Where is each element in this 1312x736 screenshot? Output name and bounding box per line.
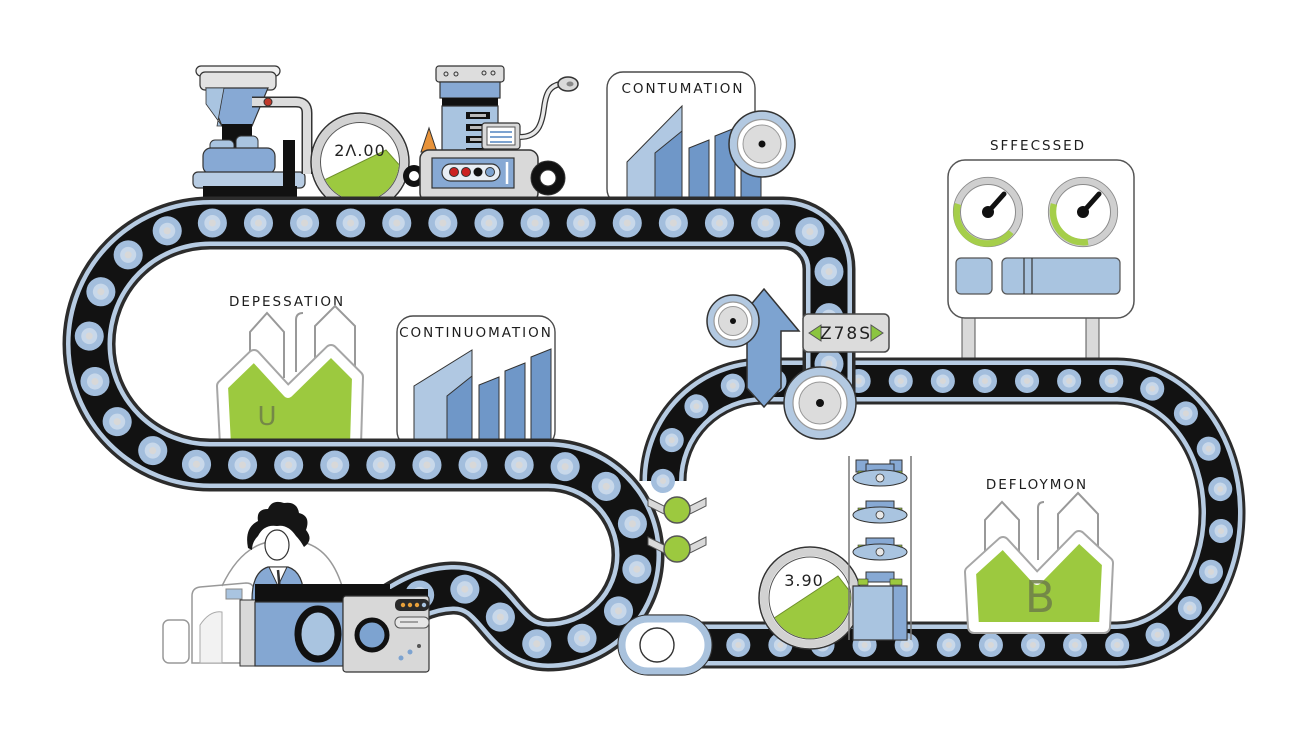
right-arrow-icon [870, 324, 884, 342]
depessation-factory: DEPESSATION U [216, 294, 364, 452]
bar-chart-icon [626, 104, 762, 198]
stack-unit [852, 537, 908, 561]
conveyor-belt-right [639, 357, 1246, 669]
grinder-machine [192, 65, 313, 200]
pipe-chimney-icon [295, 312, 304, 372]
gear-icon [728, 110, 796, 178]
pipe-chimney-icon [1037, 501, 1045, 560]
stack-unit [857, 571, 903, 586]
sffecssed-panel: SFFECSSED [947, 138, 1135, 367]
console-machine [239, 584, 430, 673]
stack-unit [852, 463, 908, 487]
down-indicator-icon [647, 496, 707, 524]
down-indicator-icon [647, 535, 707, 563]
round-button-icon [354, 617, 390, 653]
bottom-gauge: 3.90 [758, 546, 862, 650]
grinder-gauge-value: 2Λ.00 [334, 141, 386, 160]
belt-end-cap [617, 614, 713, 676]
continuomation-card: CONTINUOMATION [396, 315, 556, 448]
cone-icon [420, 126, 438, 153]
left-arrow-icon [808, 324, 822, 342]
route-sign-text: Z78S [820, 324, 872, 344]
defloymon-glyph: B [1025, 572, 1055, 623]
processor-machine [403, 65, 579, 203]
gear-icon [783, 366, 857, 440]
route-sign: Z78S [802, 313, 890, 353]
stack-unit [852, 500, 908, 524]
defloymon-factory: DEFLOYMON B [964, 477, 1114, 634]
valve-icon [263, 97, 273, 107]
porthole-icon [294, 605, 342, 663]
conveyor-belt-left [62, 196, 856, 672]
continuomation-label: CONTINUOMATION [399, 325, 553, 341]
contumation-card: CONTUMATION [606, 71, 762, 206]
dial-gauge-icon [952, 176, 1024, 248]
operator-station [162, 501, 430, 673]
stack-tower [848, 456, 912, 641]
depessation-label: DEPESSATION [229, 294, 345, 310]
bottom-gauge-value: 3.90 [784, 571, 824, 590]
dial-gauge-icon [1047, 176, 1119, 248]
grinder-gauge: 2Λ.00 [310, 112, 410, 212]
hair [247, 501, 310, 550]
defloymon-label: DEFLOYMON [986, 477, 1088, 493]
gear-icon [706, 294, 760, 348]
sffecssed-label: SFFECSSED [990, 138, 1086, 154]
contumation-label: CONTUMATION [621, 81, 744, 97]
depessation-glyph: U [257, 402, 276, 432]
